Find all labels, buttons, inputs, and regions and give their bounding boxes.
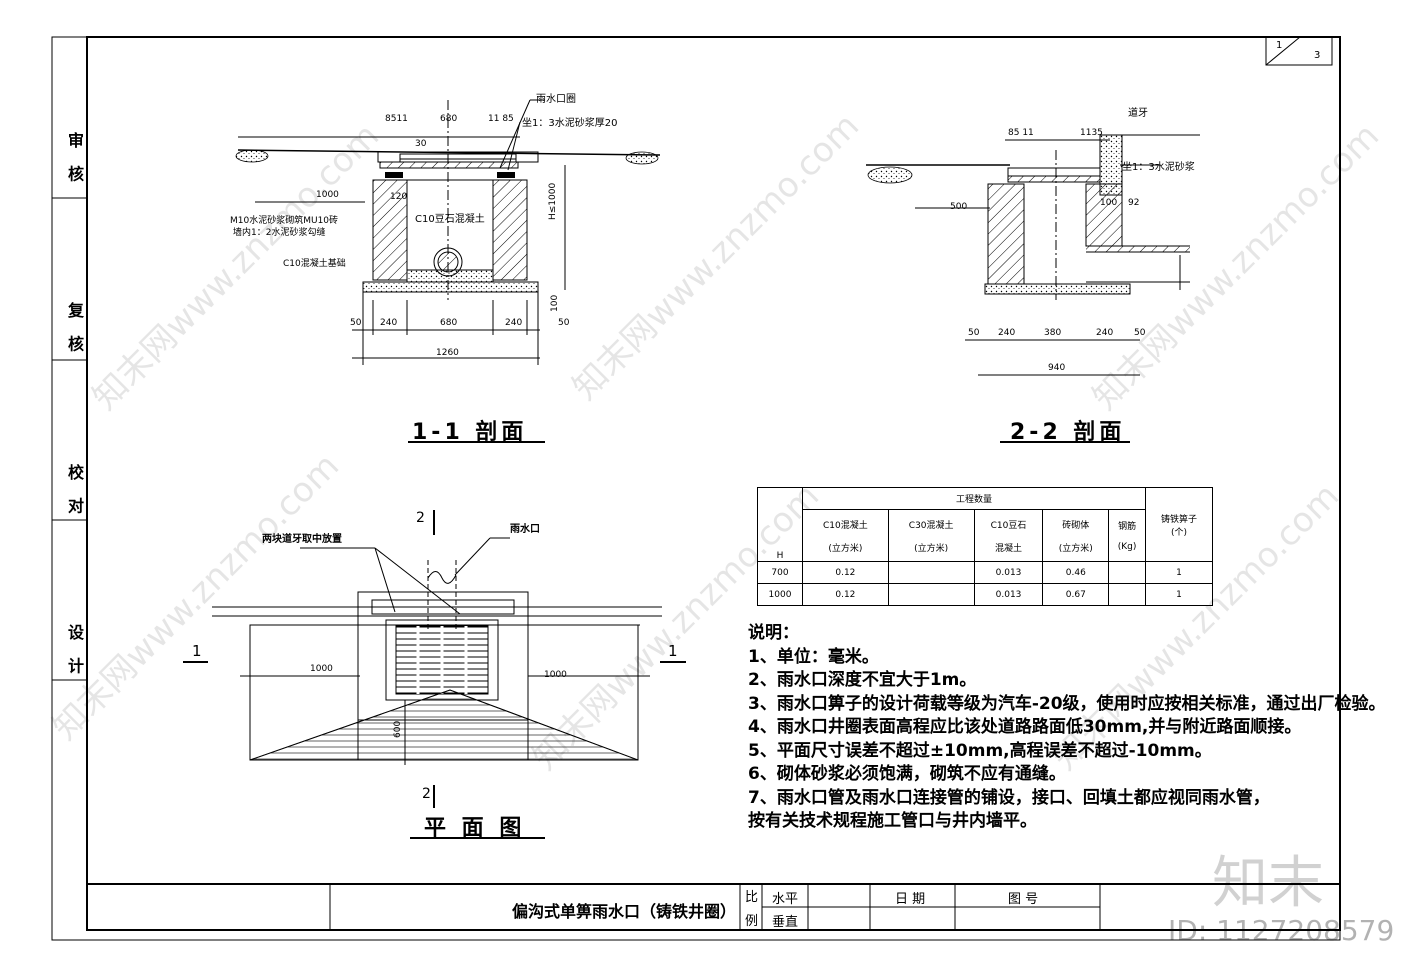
watermark-id: ID: 1127208579	[1168, 914, 1395, 947]
dim-50-right: 50	[558, 318, 570, 328]
table-header-brick: 砖砌体(立方米)	[1042, 509, 1110, 562]
dim-2-100: 100	[1100, 198, 1118, 208]
watermark-logo: 知末	[1212, 851, 1324, 916]
dim-bottom-2: 680	[440, 318, 458, 328]
cut-1-left: 1	[192, 642, 202, 660]
dim-2-top: 85 11	[1008, 128, 1034, 138]
note-item: 4、雨水口井圈表面高程应比该处道路路面低30mm,并与附近路面顺接。	[748, 717, 1302, 737]
label-fill: C10豆石混凝土	[415, 214, 485, 225]
dim-top-right: 11 85	[488, 114, 514, 124]
table-group-header: 工程数量	[802, 487, 1146, 510]
note-item: 1、单位：毫米。	[748, 646, 879, 667]
label-base: C10混凝土基础	[283, 259, 346, 269]
note-item: 5、平面尺寸误差不超过±10mm,高程误差不超过-10mm。	[748, 740, 1212, 761]
dim-bottom-3: 240	[505, 318, 523, 328]
table-h-header: H	[757, 487, 803, 562]
sidebar-review: 审 核	[65, 132, 84, 188]
section-2-2-drawing	[866, 134, 1200, 443]
table-header-rebar: 钢筋(Kg)	[1108, 509, 1146, 562]
dim-2-top-right: 1135	[1080, 128, 1103, 138]
label-mortar: 坐1：3水泥砂浆厚20	[522, 118, 618, 129]
label-2-mortar: 坐1：3水泥砂浆	[1122, 162, 1195, 173]
dim-2-bottom-1: 240	[998, 328, 1016, 338]
dim-120: 120	[390, 192, 408, 202]
table-header-grate: 铸铁箅子(个)	[1145, 487, 1213, 562]
dim-2-bottom-2: 380	[1044, 328, 1062, 338]
sidebar-proofread: 校 对	[65, 464, 84, 520]
dim-2-bottom-4: 50	[1134, 328, 1146, 338]
drawing-border	[86, 36, 1341, 931]
title-block-lines	[87, 883, 1340, 930]
dim-total: 1260	[436, 348, 459, 358]
label-curb-plan: 两块道牙取中放置	[262, 534, 342, 545]
section-2-2-title: 2-2 剖面	[1010, 420, 1126, 445]
dim-2-bottom-0: 50	[968, 328, 980, 338]
dim-top-mid: 680	[440, 114, 458, 124]
dim-plan-600: 600	[393, 720, 403, 738]
label-wall-joint: 墙内1：2水泥砂浆勾缝	[233, 228, 326, 238]
cut-1-right: 1	[668, 642, 678, 660]
sidebar-design: 设 计	[65, 624, 84, 680]
dim-bottom-1: 240	[380, 318, 398, 328]
section-1-1-title: 1-1 剖面	[412, 420, 528, 445]
dim-1000: 1000	[316, 190, 339, 200]
dim-30: 30	[415, 139, 427, 149]
note-item: 6、砌体砂浆必须饱满，砌筑不应有通缝。	[748, 764, 1066, 784]
note-item: 7、雨水口管及雨水口连接管的铺设，接口、回填土都应视同雨水管，	[748, 787, 1270, 808]
plan-view-drawing	[183, 510, 686, 839]
dim-bottom-0: 50	[350, 318, 362, 328]
quantity-table: H 工程数量 铸铁箅子(个) C10混凝土(立方米) C30混凝土(立方米) C…	[757, 487, 1213, 606]
dim-100: 100	[550, 294, 560, 312]
dim-2-total: 940	[1048, 363, 1066, 373]
drawing-number-label: 图 号	[1008, 892, 1039, 907]
scale-vertical: 垂直	[772, 915, 799, 930]
sheet-total: 3	[1314, 50, 1321, 61]
table-header-c10-pea: C10豆石混凝土	[973, 509, 1044, 562]
date-label: 日 期	[895, 892, 926, 907]
plan-title: 平 面 图	[424, 816, 526, 841]
dim-2-bottom-3: 240	[1096, 328, 1114, 338]
dim-plan-left: 1000	[310, 664, 333, 674]
note-item: 按有关技术规程施工管口与井内墙平。	[748, 811, 1037, 831]
dim-92: 92	[1128, 198, 1140, 208]
notes-heading: 说明：	[748, 623, 799, 643]
scale-label-2: 例	[745, 914, 759, 929]
cut-2-top: 2	[416, 510, 425, 526]
label-curb: 道牙	[1128, 108, 1148, 119]
notes-block: 说明： 1、单位：毫米。 2、雨水口深度不宜大于1m。 3、雨水口箅子的设计荷载…	[748, 622, 1386, 834]
note-item: 3、雨水口箅子的设计荷载等级为汽车-20级，使用时应按相关标准，通过出厂检验。	[748, 693, 1386, 714]
sidebar-recheck: 复 核	[65, 302, 84, 358]
table-header-c10: C10混凝土(立方米)	[802, 509, 889, 562]
label-inlet: 雨水口	[510, 524, 540, 535]
dim-plan-right: 1000	[544, 670, 567, 680]
cut-2-bottom: 2	[422, 786, 431, 802]
note-item: 2、雨水口深度不宜大于1m。	[748, 670, 977, 690]
drawing-name: 偏沟式单箅雨水口（铸铁井圈）	[512, 902, 737, 921]
section-1-1-drawing	[235, 99, 661, 443]
scale-label-1: 比	[745, 890, 759, 905]
label-grate-ring: 雨水口圈	[536, 94, 576, 105]
table-header-c30: C30混凝土(立方米)	[887, 509, 975, 562]
sheet-number: 1	[1276, 40, 1283, 51]
dim-500: 500	[950, 202, 968, 212]
scale-horizontal: 水平	[772, 892, 799, 907]
dim-h: H≤1000	[548, 182, 558, 220]
label-wall: M10水泥砂浆砌筑MU10砖	[230, 216, 339, 226]
dim-top-left: 8511	[385, 114, 408, 124]
